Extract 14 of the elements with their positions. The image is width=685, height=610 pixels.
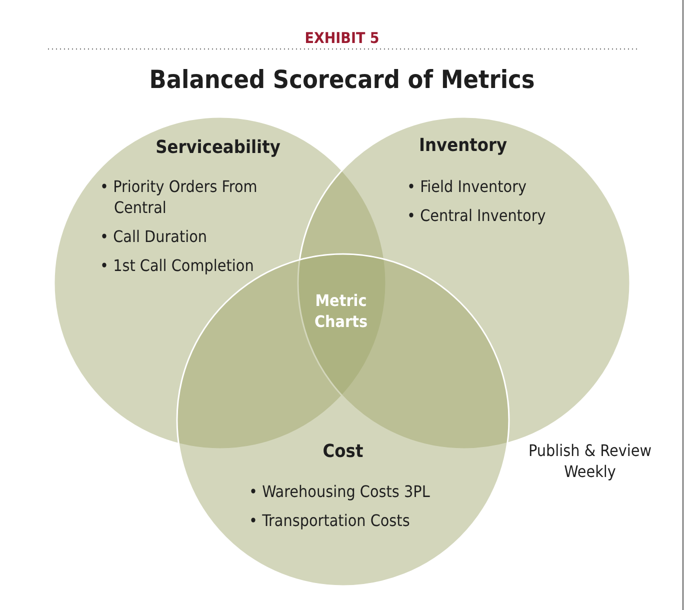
bullet-item: • Call Duration bbox=[100, 226, 208, 247]
circle-heading: Serviceability bbox=[154, 137, 282, 158]
bullet-item: • Warehousing Costs 3PL bbox=[249, 481, 431, 502]
bullet-item: • Priority Orders From Central bbox=[100, 176, 258, 218]
circle-heading: Inventory bbox=[418, 135, 508, 156]
bullet-item: • Field Inventory bbox=[407, 176, 528, 197]
circle-heading: Cost bbox=[322, 441, 364, 462]
exhibit-label: EXHIBIT 5 bbox=[304, 28, 380, 49]
bullet-item: • 1st Call Completion bbox=[100, 255, 255, 276]
bullet-item: • Transportation Costs bbox=[249, 510, 411, 531]
center-label: Metric Charts bbox=[313, 290, 369, 332]
note-text: Publish & Review Weekly bbox=[528, 440, 652, 482]
title: Balanced Scorecard of Metrics bbox=[148, 64, 536, 96]
bullet-item: • Central Inventory bbox=[407, 205, 547, 226]
